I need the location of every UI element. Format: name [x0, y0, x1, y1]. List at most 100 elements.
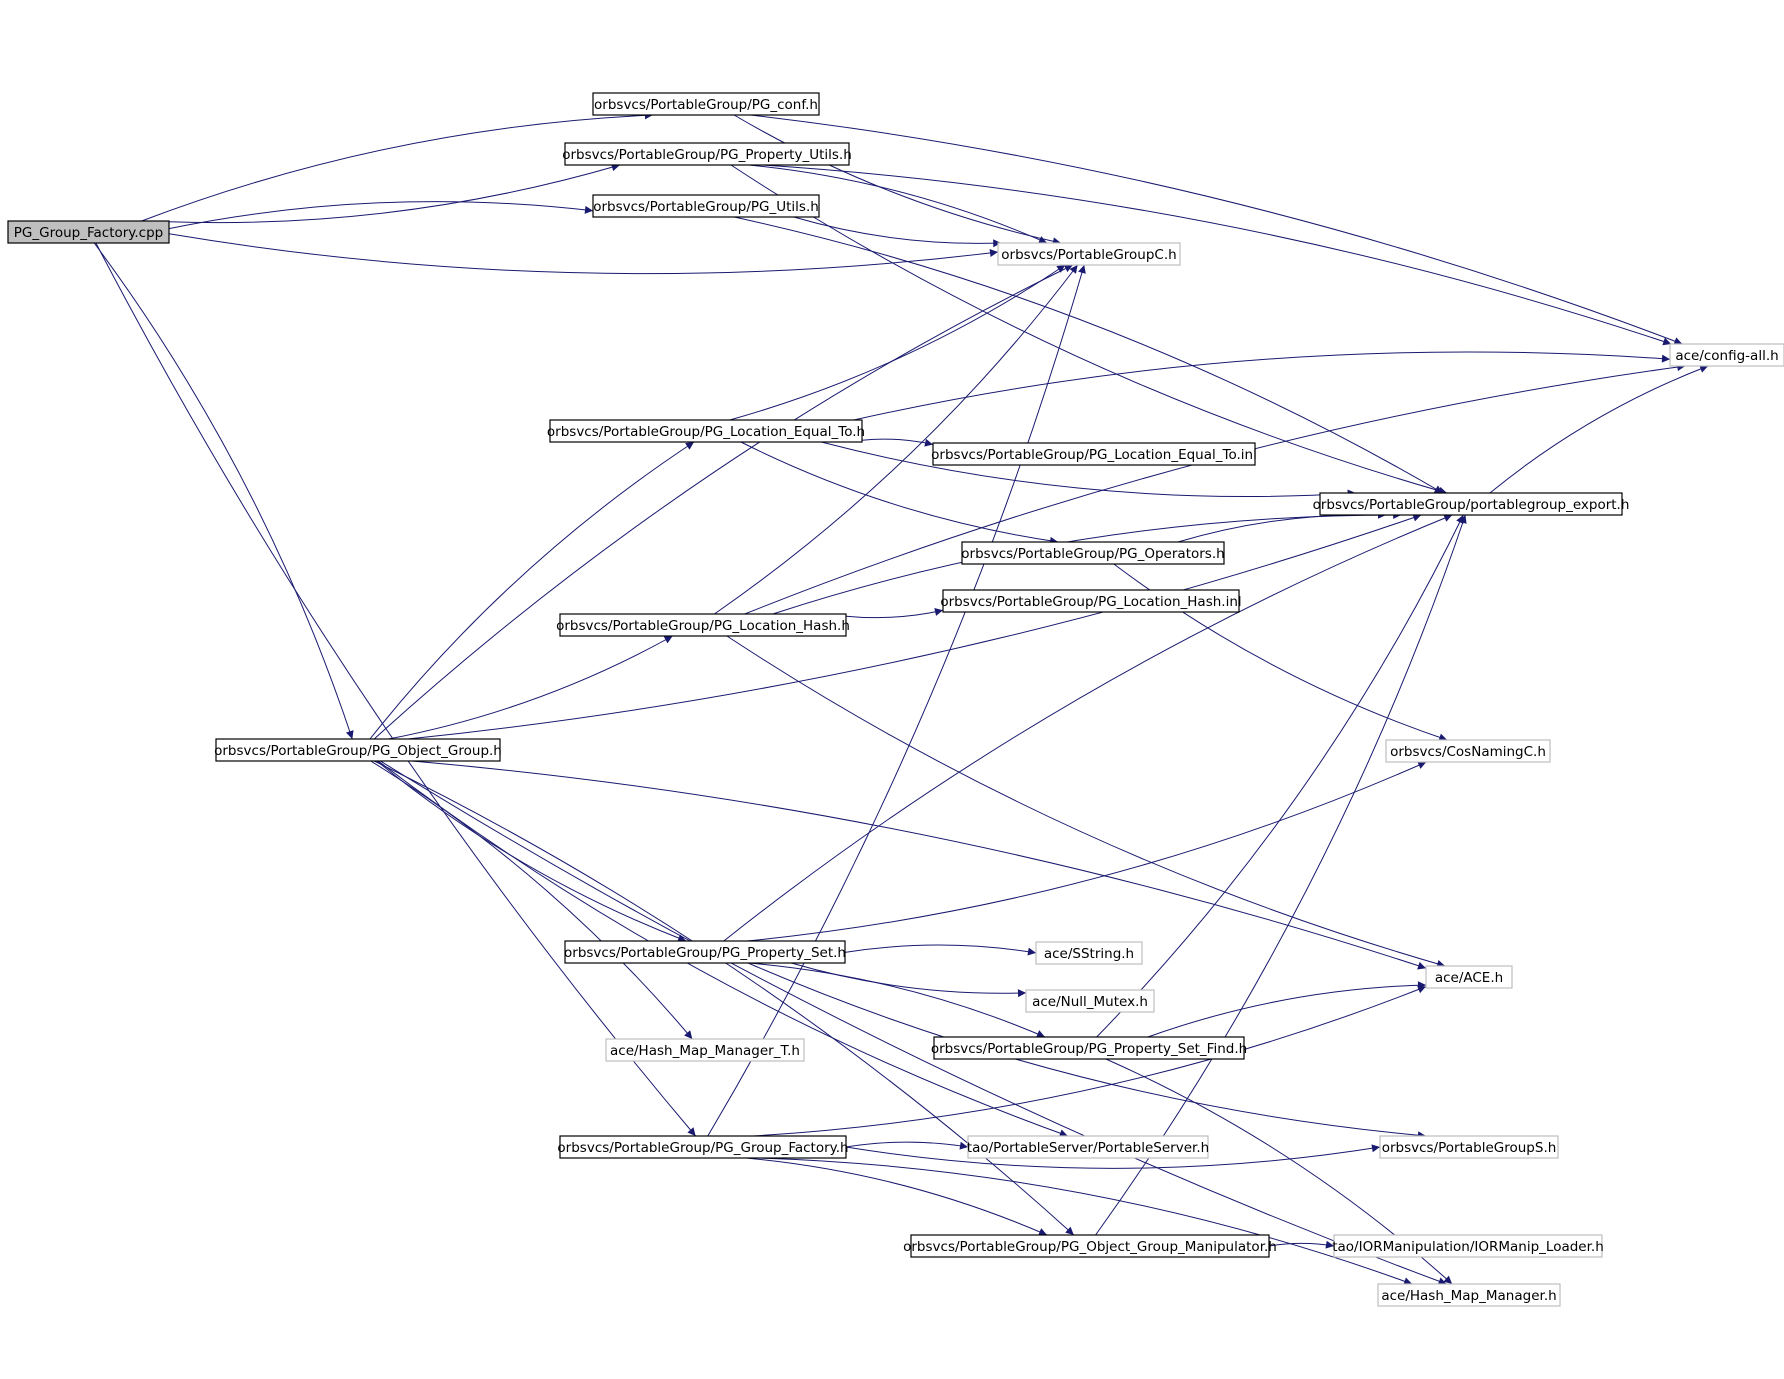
edge-obj_group-to-portable_server	[377, 760, 1068, 1138]
edge-utils-to-export	[734, 216, 1444, 494]
edge-prop_set-to-cosnaming	[746, 761, 1427, 942]
edge-loc_eq-to-pgc	[729, 264, 1066, 421]
node-label: orbsvcs/PortableGroup/PG_Location_Equal_…	[931, 447, 1257, 463]
edge-ogm-to-export	[1095, 514, 1467, 1236]
node-conf[interactable]: orbsvcs/PortableGroup/PG_conf.h	[592, 92, 820, 116]
node-ogm[interactable]: orbsvcs/PortableGroup/PG_Object_Group_Ma…	[903, 1234, 1277, 1258]
edge-obj_group-to-prop_set	[376, 760, 687, 942]
node-utils[interactable]: orbsvcs/PortableGroup/PG_Utils.h	[592, 194, 820, 218]
node-loc_hash_inl[interactable]: orbsvcs/PortableGroup/PG_Location_Hash.i…	[940, 589, 1242, 613]
node-group_factory[interactable]: orbsvcs/PortableGroup/PG_Group_Factory.h	[557, 1135, 849, 1159]
node-box	[1319, 492, 1623, 516]
node-label: PG_Group_Factory.cpp	[14, 225, 163, 241]
node-config: ace/config-all.h	[1669, 343, 1784, 367]
edge-root-to-pgc	[168, 233, 999, 275]
edge-prop_set-to-pgs	[747, 962, 1426, 1140]
node-label: orbsvcs/PortableGroup/PG_Location_Hash.h	[556, 618, 850, 634]
node-loc_eq[interactable]: orbsvcs/PortableGroup/PG_Location_Equal_…	[547, 419, 865, 443]
node-cosnaming: orbsvcs/CosNamingC.h	[1385, 739, 1551, 763]
node-label: orbsvcs/PortableGroup/PG_Property_Utils.…	[562, 147, 852, 163]
edge-obj_group-to-loc_hash	[388, 635, 673, 740]
edge-utils-to-pgc	[793, 216, 1002, 248]
node-pgs: orbsvcs/PortableGroupS.h	[1379, 1135, 1559, 1159]
node-box	[564, 142, 850, 166]
node-label: ace/ACE.h	[1435, 970, 1503, 986]
edge-obj_group-to-export	[407, 513, 1422, 740]
node-box	[933, 1036, 1245, 1060]
node-box	[1385, 739, 1551, 763]
node-root: PG_Group_Factory.cpp	[7, 220, 170, 244]
node-prop_utils[interactable]: orbsvcs/PortableGroup/PG_Property_Utils.…	[562, 142, 852, 166]
node-hash_map_t: ace/Hash_Map_Manager_T.h	[605, 1038, 805, 1062]
node-label: orbsvcs/PortableGroupC.h	[1001, 247, 1176, 263]
node-prop_set[interactable]: orbsvcs/PortableGroup/PG_Property_Set.h	[564, 940, 846, 964]
node-label: ace/Hash_Map_Manager_T.h	[610, 1043, 800, 1059]
node-box	[942, 589, 1240, 613]
node-label: orbsvcs/PortableGroup/PG_Location_Hash.i…	[940, 594, 1241, 610]
node-loc_eq_inl[interactable]: orbsvcs/PortableGroup/PG_Location_Equal_…	[931, 442, 1257, 466]
edge-root-to-utils	[168, 201, 594, 230]
node-label: orbsvcs/CosNamingC.h	[1390, 744, 1546, 760]
node-box	[1025, 989, 1155, 1013]
node-box	[1377, 1283, 1561, 1307]
node-label: orbsvcs/PortableGroupS.h	[1382, 1140, 1557, 1156]
node-label: tao/IORManipulation/IORManip_Loader.h	[1332, 1239, 1604, 1255]
node-label: orbsvcs/PortableGroup/PG_Object_Group_Ma…	[903, 1239, 1277, 1255]
node-label: tao/PortableServer/PortableServer.h	[967, 1140, 1209, 1156]
node-box	[1425, 965, 1513, 989]
edge-loc_hash-to-loc_hash_inl	[845, 608, 944, 619]
edge-root-to-prop_utils	[168, 163, 620, 224]
node-box	[559, 613, 847, 637]
node-box	[961, 541, 1225, 565]
edge-loc_eq-to-export	[821, 441, 1356, 498]
node-operators[interactable]: orbsvcs/PortableGroup/PG_Operators.h	[961, 541, 1225, 565]
edge-prop_set-to-sstring	[844, 944, 1037, 956]
node-portable_server: tao/PortableServer/PortableServer.h	[967, 1135, 1209, 1159]
node-label: ace/Hash_Map_Manager.h	[1381, 1288, 1556, 1304]
node-prop_set_find[interactable]: orbsvcs/PortableGroup/PG_Property_Set_Fi…	[931, 1036, 1247, 1060]
node-label: orbsvcs/PortableGroup/PG_Object_Group.h	[214, 743, 502, 759]
edge-obj_group-to-ogm	[373, 760, 1075, 1236]
node-box	[910, 1234, 1270, 1258]
node-label: orbsvcs/PortableGroup/PG_Property_Set_Fi…	[931, 1041, 1247, 1057]
edge-loc_hash-to-pgc	[714, 264, 1078, 615]
node-box	[1333, 1234, 1603, 1258]
node-loc_hash[interactable]: orbsvcs/PortableGroup/PG_Location_Hash.h	[556, 613, 850, 637]
edge-ogm-to-iormanip	[1268, 1240, 1335, 1249]
edge-root-to-group_factory	[95, 242, 696, 1137]
node-box	[967, 1135, 1209, 1159]
edge-operators-to-export	[1177, 510, 1387, 543]
node-label: orbsvcs/PortableGroup/portablegroup_expo…	[1313, 497, 1630, 513]
node-box	[1669, 343, 1784, 367]
edge-group_factory-to-portable_server	[845, 1141, 969, 1150]
node-obj_group[interactable]: orbsvcs/PortableGroup/PG_Object_Group.h	[214, 738, 502, 762]
edge-prop_set-to-prop_set_find	[748, 962, 1046, 1038]
node-sstring: ace/SString.h	[1035, 941, 1143, 965]
edge-root-to-obj_group	[93, 242, 354, 740]
edge-conf-to-config	[750, 114, 1683, 345]
node-export[interactable]: orbsvcs/PortableGroup/portablegroup_expo…	[1313, 492, 1630, 516]
node-label: orbsvcs/PortableGroup/PG_Operators.h	[961, 546, 1224, 562]
node-pgc: orbsvcs/PortableGroupC.h	[997, 242, 1181, 266]
edge-prop_set-to-null_mutex	[791, 962, 1027, 998]
node-box	[592, 194, 820, 218]
node-label: orbsvcs/PortableGroup/PG_Group_Factory.h	[557, 1140, 848, 1156]
node-iormanip: tao/IORManipulation/IORManip_Loader.h	[1332, 1234, 1604, 1258]
node-label: ace/config-all.h	[1675, 348, 1778, 364]
edge-group_factory-to-hash_map	[759, 1157, 1413, 1286]
edge-loc_hash-to-config	[744, 363, 1686, 615]
edge-obj_group-to-hash_map_t	[370, 760, 693, 1040]
edge-loc_eq-to-operators	[740, 441, 1059, 545]
node-box	[7, 220, 170, 244]
edge-group_factory-to-ogm	[745, 1157, 1048, 1236]
edge-conf-to-pgc	[733, 114, 1062, 246]
node-null_mutex: ace/Null_Mutex.h	[1025, 989, 1155, 1013]
node-label: ace/SString.h	[1044, 946, 1134, 962]
node-label: orbsvcs/PortableGroup/PG_conf.h	[594, 97, 818, 113]
node-label: ace/Null_Mutex.h	[1032, 994, 1148, 1010]
node-box	[997, 242, 1181, 266]
node-box	[559, 1135, 847, 1159]
node-label: orbsvcs/PortableGroup/PG_Location_Equal_…	[547, 424, 865, 440]
edge-prop_set-to-export	[723, 514, 1453, 942]
